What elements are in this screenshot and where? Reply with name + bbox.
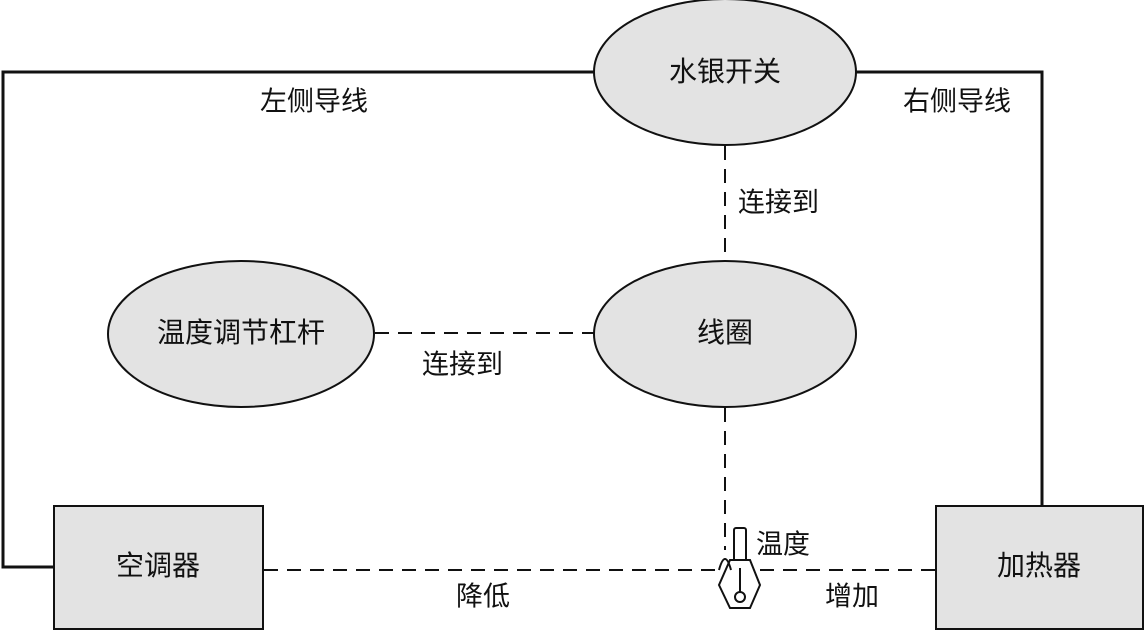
left-wire-label: 左侧导线 [260,87,368,118]
lever-coil-label: 连接到 [422,350,503,381]
air-conditioner-node: 空调器 [53,505,264,630]
decrease-label: 降低 [456,582,510,613]
left-wire-line [1,70,596,569]
right-wire-line [856,70,1044,505]
increase-label: 增加 [825,582,879,613]
mercury-switch-label: 水银开关 [669,55,781,88]
right-wire-label: 右侧导线 [903,87,1011,118]
temperature-label: 温度 [756,530,810,561]
heater-node: 加热器 [935,505,1144,630]
mercury-switch-node: 水银开关 [593,0,857,146]
coil-node: 线圈 [593,260,857,408]
temp-lever-node: 温度调节杠杆 [107,260,375,408]
heater-label: 加热器 [997,549,1081,582]
coil-label: 线圈 [697,316,753,349]
temp-lever-label: 温度调节杠杆 [157,316,325,349]
switch-coil-label: 连接到 [738,188,819,219]
air-conditioner-label: 空调器 [116,549,200,582]
thermometer-icon [717,527,762,609]
